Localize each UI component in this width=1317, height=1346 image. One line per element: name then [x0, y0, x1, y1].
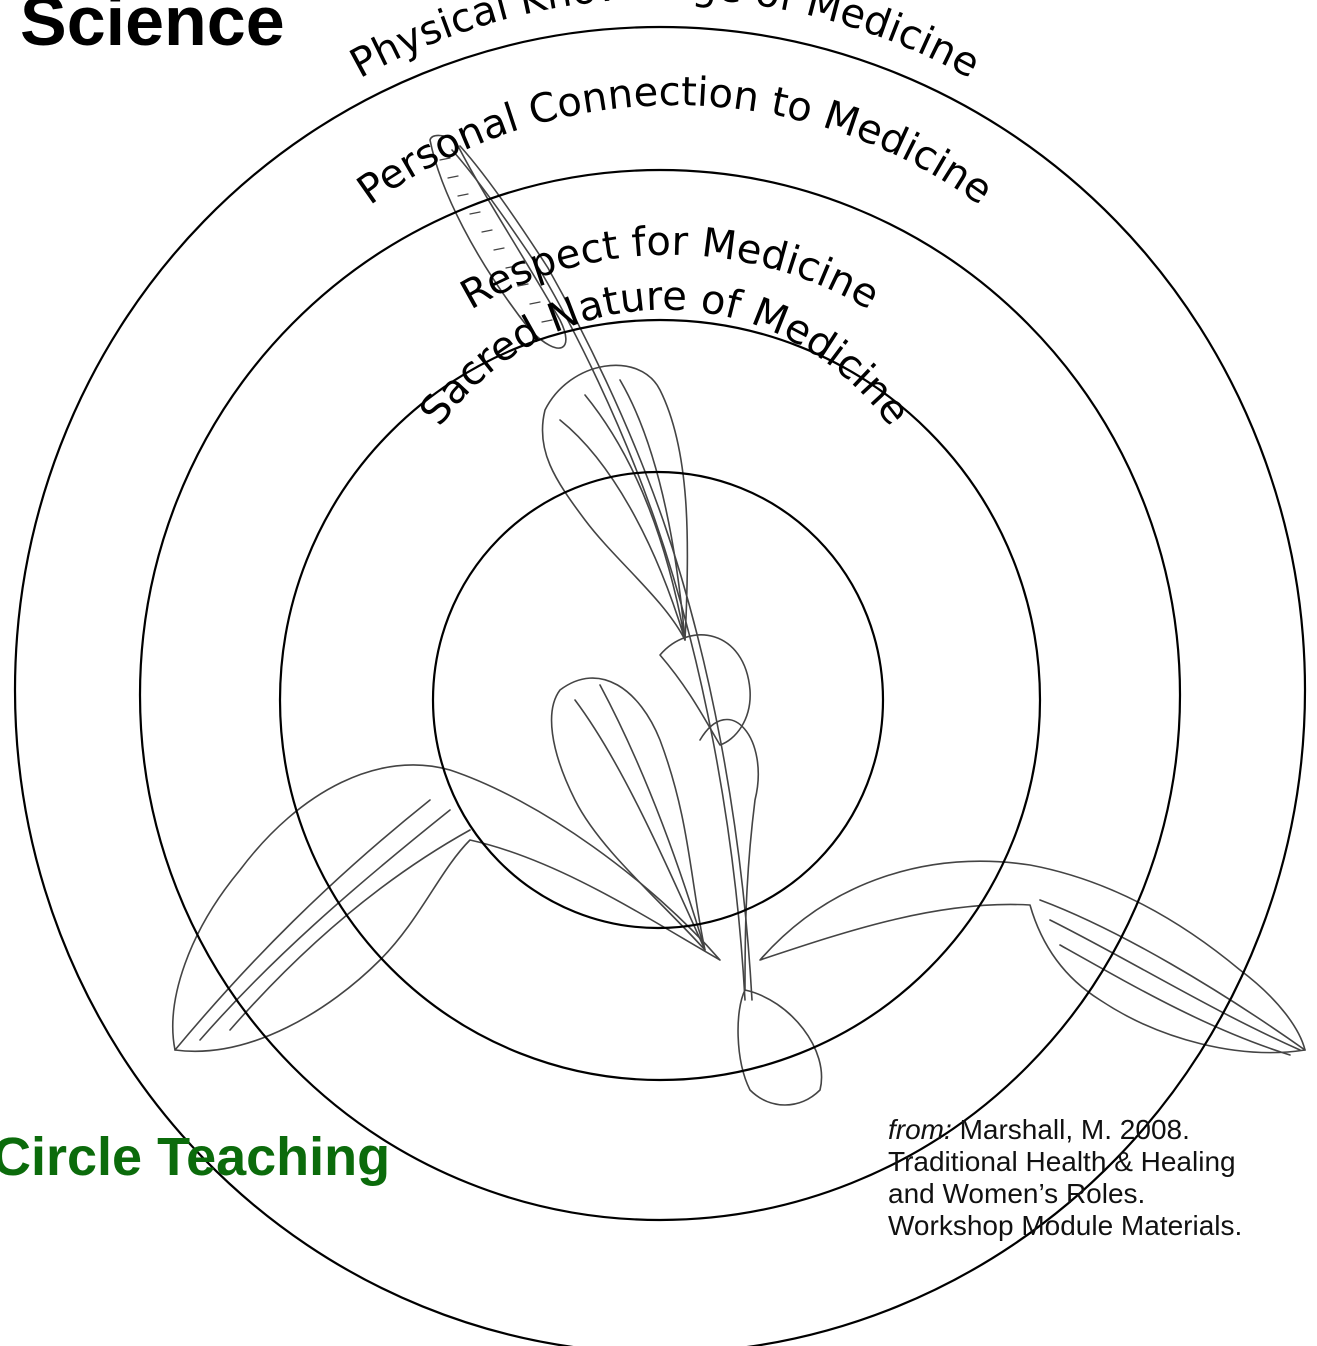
concentric-rings — [14, 26, 1306, 1346]
citation-prefix: from: — [888, 1114, 952, 1145]
citation-line-4: Workshop Module Materials. — [888, 1210, 1243, 1241]
citation-line-2: Traditional Health & Healing — [888, 1146, 1236, 1177]
citation: from: Marshall, M. 2008. Traditional Hea… — [888, 1114, 1308, 1242]
ring-personal-connection — [138, 168, 1182, 1222]
citation-line-1: from: Marshall, M. 2008. — [888, 1114, 1308, 1146]
ring-respect — [278, 318, 1042, 1082]
plantain-plant-icon — [172, 134, 1306, 1106]
citation-author: Marshall, M. 2008. — [959, 1114, 1190, 1145]
ring-sacred-nature — [431, 470, 885, 930]
citation-line-3: and Women’s Roles. — [888, 1178, 1146, 1209]
page-title: Science — [20, 0, 285, 60]
diagram-title: Circle Teaching — [0, 1127, 391, 1187]
ring-physical-knowledge — [14, 26, 1306, 1346]
